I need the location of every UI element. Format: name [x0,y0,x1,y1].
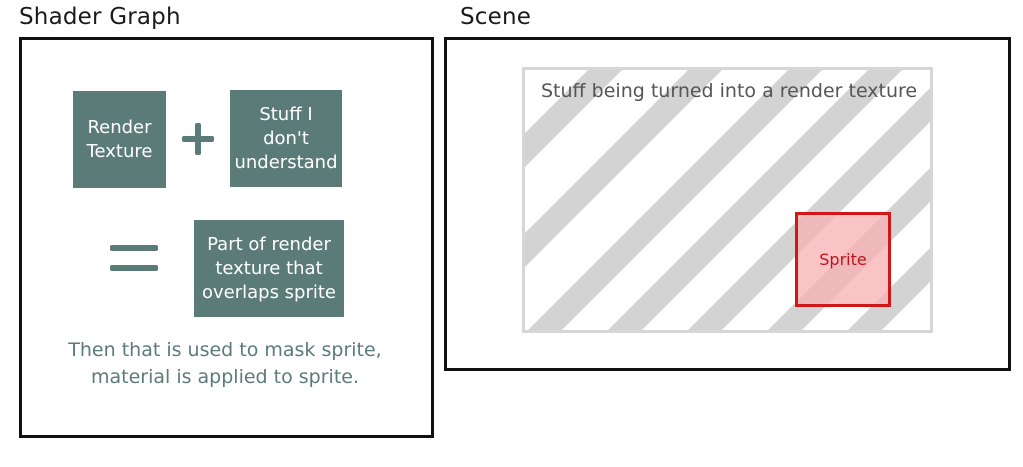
shader-graph-caption: Then that is used to mask sprite, materi… [68,339,382,388]
result-box: Part of render texture that overlaps spr… [194,220,344,317]
equals-icon [108,240,160,276]
scene-title: Scene [460,4,532,30]
render-texture-label: Stuff being turned into a render texture [541,80,918,102]
sprite-label: Sprite [819,250,867,269]
sprite: Sprite [795,212,891,307]
plus-icon [180,121,216,157]
shader-graph-title: Shader Graph [19,4,181,30]
unknown-stuff-box: Stuff I don't understand [230,90,342,187]
render-texture-box: Render Texture [73,91,166,188]
